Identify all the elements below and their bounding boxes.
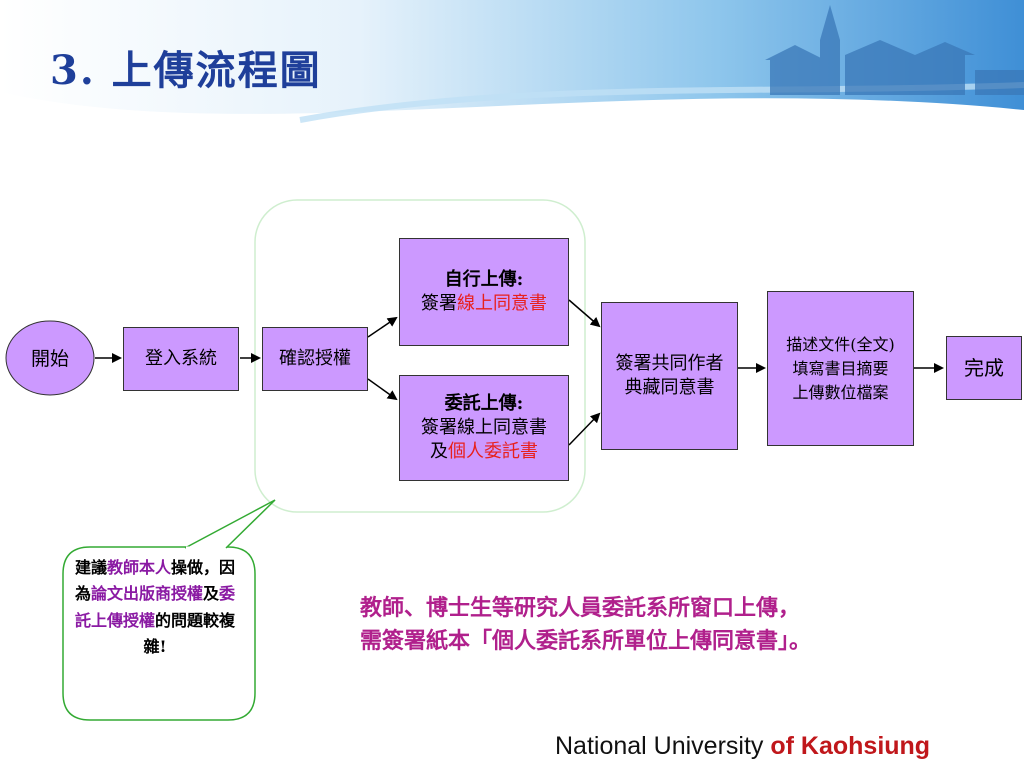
coauthor-consent-node: 簽署共同作者 典藏同意書	[601, 302, 738, 450]
done-node: 完成	[946, 336, 1022, 400]
advice-h1: 教師本人	[106, 558, 171, 577]
advice-h2: 論文出版商授權	[90, 584, 203, 604]
entrust-upload-highlight: 個人委託書	[448, 441, 538, 463]
entrust-upload-line2: 簽署線上同意書	[421, 416, 547, 438]
advice-bubble	[62, 546, 256, 721]
coauthor-line-1: 簽署共同作者	[615, 352, 724, 374]
entrust-note: 教師、博士生等研究人員委託系所窗口上傳， 需簽署紙本「個人委託系所單位上傳同意書…	[360, 592, 811, 658]
page-title: 3. 上傳流程圖	[50, 47, 322, 94]
advice-h3: 委託上傳授權	[74, 584, 236, 630]
advice-text: 建議教師本人操做，因為論文出版商授權及委託上傳授權的問題較複雜!	[70, 555, 240, 661]
start-node: 開始	[5, 320, 95, 396]
header-banner	[0, 0, 1024, 135]
advice-t4: 的問題較複雜!	[143, 610, 236, 657]
self-upload-head: 自行上傳:	[444, 268, 524, 290]
coauthor-line-2: 典藏同意書	[624, 377, 715, 398]
confirm-authorization-label: 確認授權	[279, 347, 351, 369]
self-upload-prefix: 簽署	[421, 293, 457, 314]
confirm-authorization-node: 確認授權	[262, 327, 368, 391]
describe-line-2: 填寫書目摘要	[792, 358, 889, 378]
note-line-1: 教師、博士生等研究人員委託系所窗口上傳，	[360, 595, 801, 621]
self-upload-highlight: 線上同意書	[457, 293, 547, 314]
self-upload-node: 自行上傳: 簽署線上同意書	[399, 238, 569, 346]
login-node: 登入系統	[123, 327, 239, 391]
entrust-upload-node: 委託上傳: 簽署線上同意書 及個人委託書	[399, 375, 569, 481]
footer-university-name: National University of Kaohsiung	[555, 732, 930, 761]
entrust-upload-head: 委託上傳:	[444, 392, 524, 414]
advice-t1: 建議	[74, 558, 107, 577]
start-label: 開始	[31, 348, 69, 370]
done-label: 完成	[964, 355, 1004, 380]
describe-line-1: 描述文件(全文)	[786, 334, 895, 354]
church-icon	[765, 5, 1024, 95]
note-line-2: 需簽署紙本「個人委託系所單位上傳同意書」。	[360, 628, 812, 654]
advice-t2: 操做，因為	[74, 558, 236, 604]
describe-document-node: 描述文件(全文) 填寫書目摘要 上傳數位檔案	[767, 291, 914, 446]
advice-t3: 及	[203, 584, 220, 604]
entrust-upload-prefix: 及	[430, 441, 448, 463]
describe-line-3: 上傳數位檔案	[792, 382, 889, 402]
login-label: 登入系統	[145, 347, 217, 369]
footer-accent: of Kaohsiung	[770, 732, 931, 760]
footer-main: National University	[555, 732, 764, 760]
